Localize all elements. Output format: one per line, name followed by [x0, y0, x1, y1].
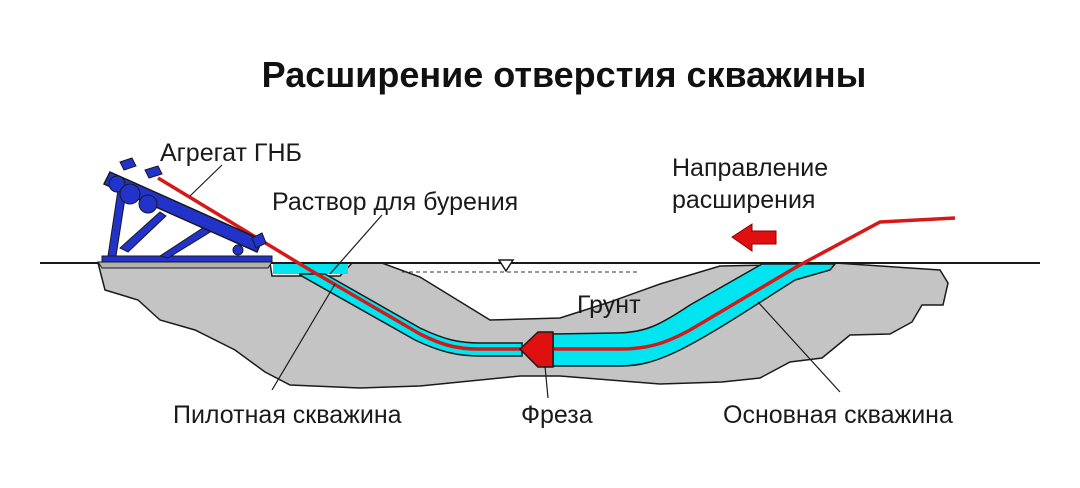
- leader-drilling-fluid: [329, 214, 383, 275]
- leader-pilot-hole: [271, 283, 336, 391]
- label-soil: Грунт: [577, 291, 641, 319]
- leader-reamer: [544, 365, 549, 399]
- drill-pipe: [157, 176, 956, 351]
- label-pilot-hole: Пилотная скважина: [173, 401, 402, 429]
- label-reamer: Фреза: [521, 401, 593, 429]
- diagram-title: Расширение отверстия скважины: [262, 54, 867, 95]
- leader-rig: [189, 164, 223, 197]
- hdd-rig: [97, 157, 273, 269]
- label-direction-line1: Направление: [672, 154, 828, 182]
- soil-body: [97, 262, 949, 389]
- main-hole-fluid: [552, 263, 837, 367]
- label-rig: Агрегат ГНБ: [160, 139, 302, 167]
- arrow-left-icon: [731, 223, 777, 252]
- reamer-icon: [518, 331, 554, 368]
- triangle-down-icon: [497, 259, 515, 273]
- label-direction-line2: расширения: [672, 186, 815, 214]
- label-drilling-fluid: Раствор для бурения: [272, 188, 518, 216]
- leader-main-hole: [757, 301, 841, 393]
- label-main-hole: Основная скважина: [723, 401, 953, 429]
